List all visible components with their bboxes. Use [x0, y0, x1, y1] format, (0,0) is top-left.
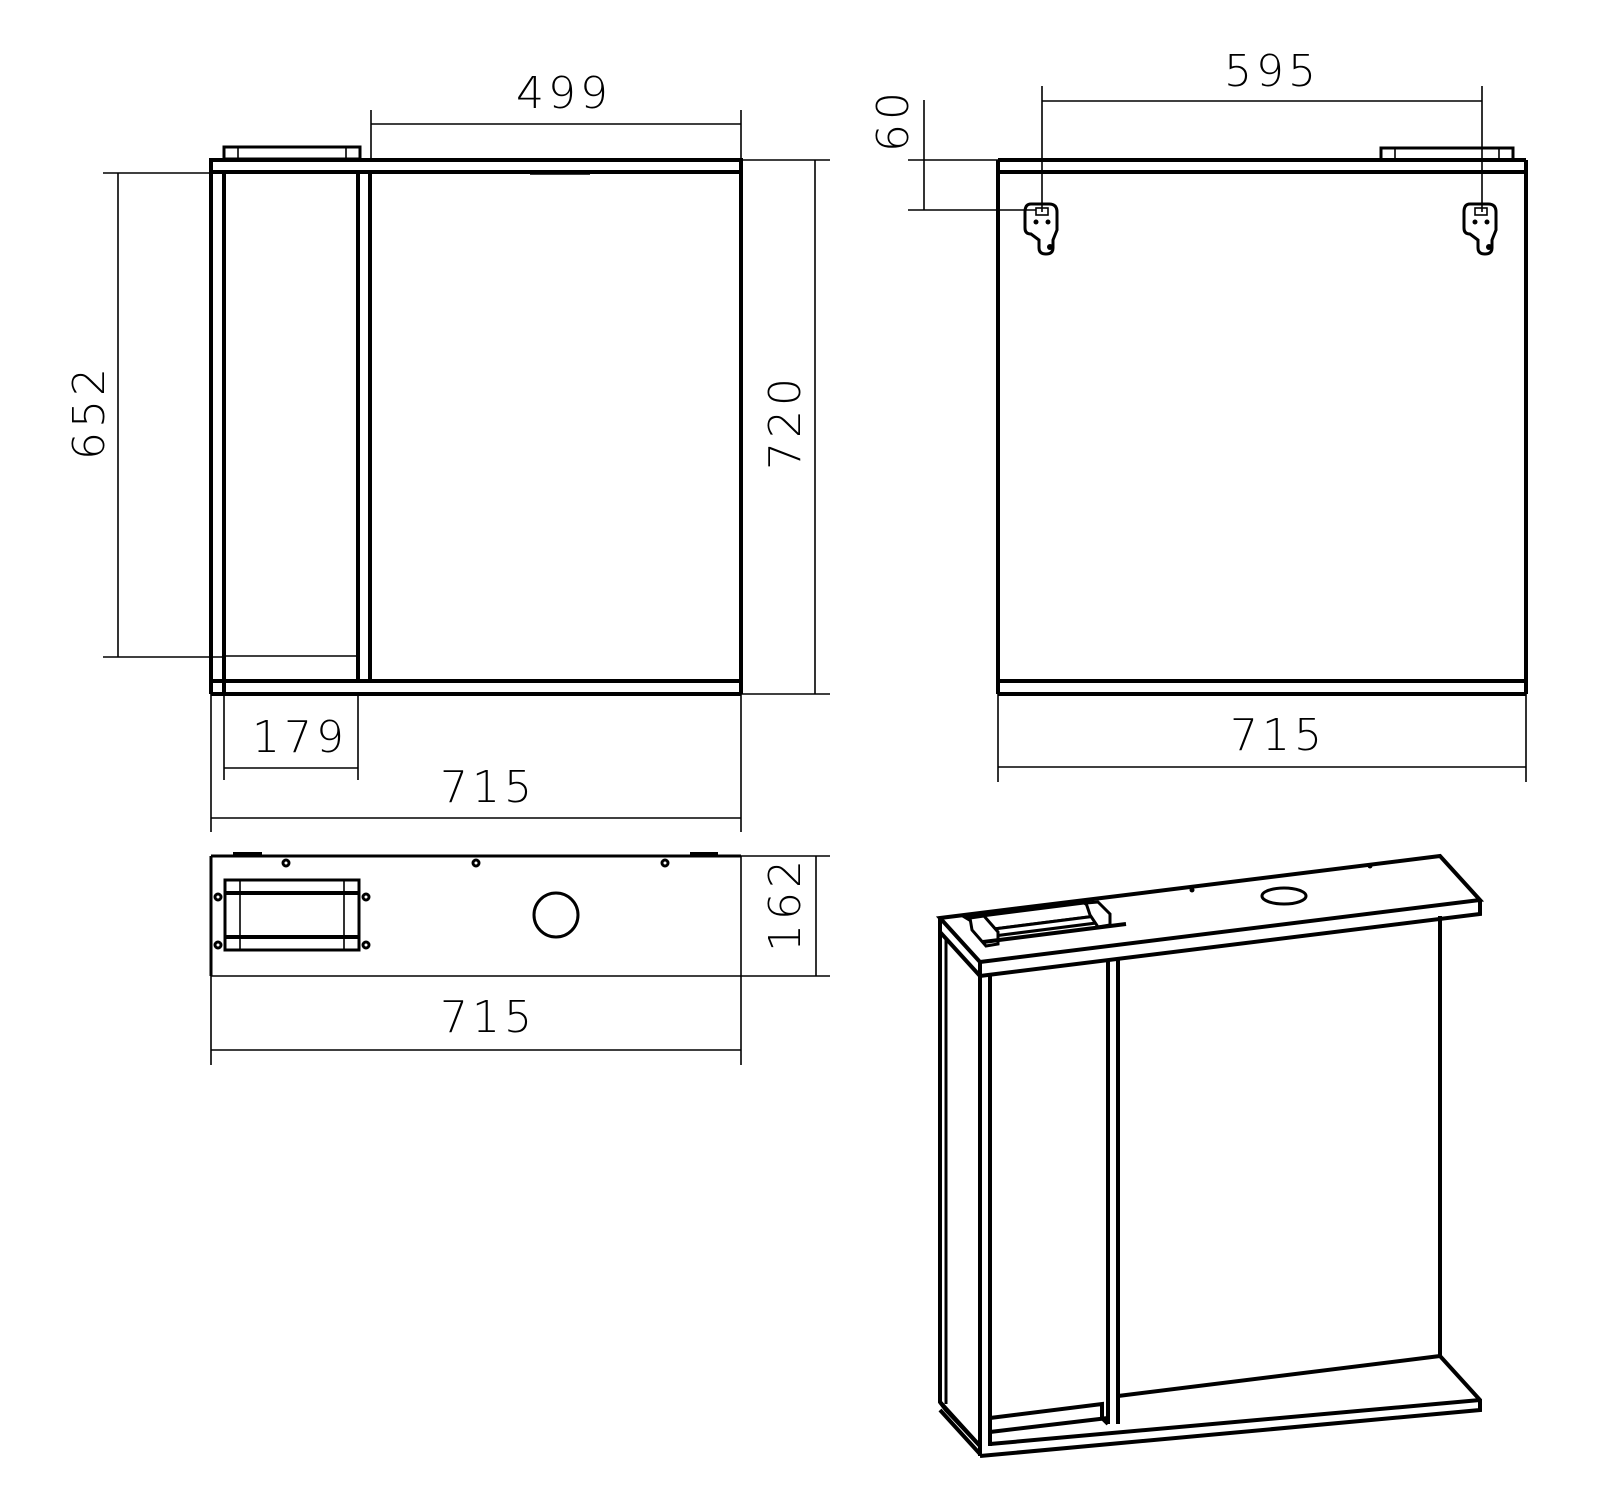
dim-162: 162 — [760, 856, 811, 952]
top-dimensions: 162 715 — [210, 855, 830, 1065]
dim-60: 60 — [868, 88, 919, 152]
cable-hole — [532, 891, 580, 939]
hanging-hook-left — [1023, 202, 1059, 256]
light-fixture-iso — [961, 900, 1127, 948]
back-view — [996, 146, 1528, 696]
dim-652: 652 — [64, 364, 115, 460]
front-view — [209, 145, 743, 696]
back-dimensions: 595 60 715 — [868, 46, 1527, 782]
isometric-view — [935, 853, 1485, 1458]
light-fixture-top — [213, 878, 371, 952]
light-fixture — [222, 145, 362, 161]
dim-715-back: 715 — [1230, 710, 1326, 761]
top-view — [209, 852, 742, 977]
dim-715-front: 715 — [440, 762, 536, 813]
dim-715-top: 715 — [440, 992, 536, 1043]
dim-499: 499 — [516, 68, 612, 119]
dim-720: 720 — [760, 374, 811, 470]
dim-179: 179 — [252, 712, 348, 763]
top-panel — [209, 158, 743, 174]
dim-595: 595 — [1224, 46, 1320, 97]
front-dimensions: 499 652 720 179 715 — [64, 68, 830, 832]
hanging-hook-right — [1462, 202, 1498, 256]
